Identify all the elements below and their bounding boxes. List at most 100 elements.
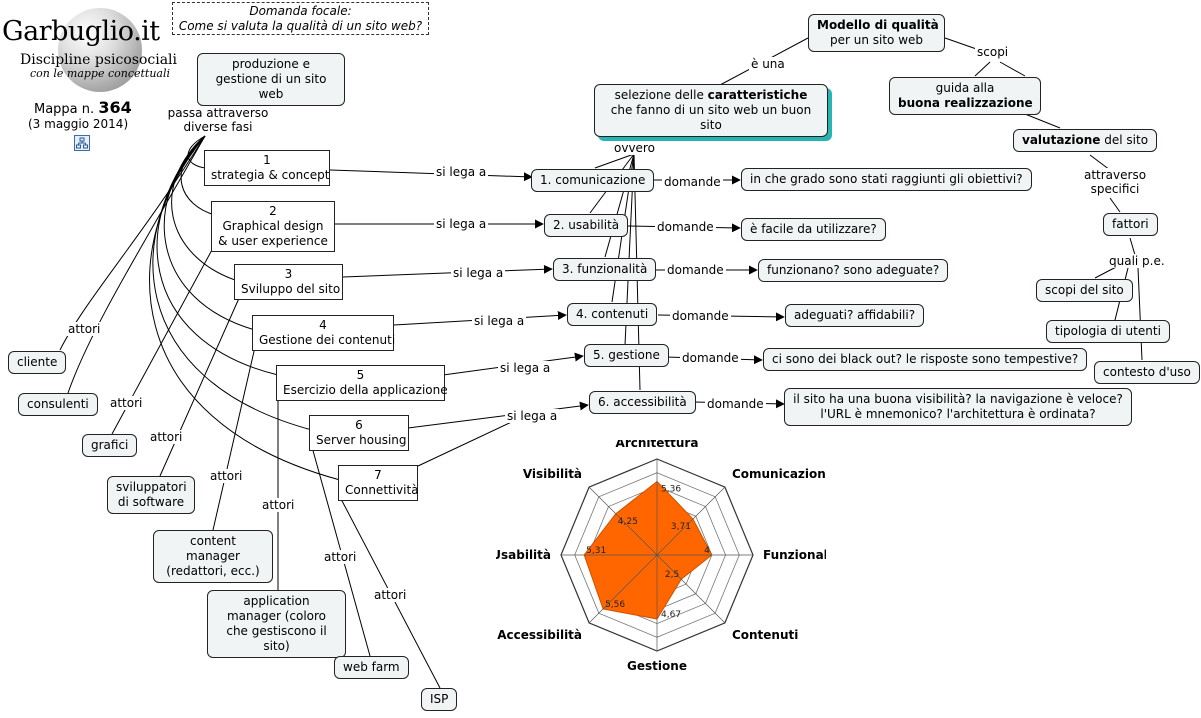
feature-1[interactable]: 1. comunicazione (531, 169, 655, 192)
phase-1-name: strategia & concept (211, 168, 330, 182)
radar-axes (561, 459, 753, 651)
phase-2[interactable]: 2 Graphical design & user experience (211, 201, 335, 252)
link-attori-7: attori (372, 588, 409, 602)
phase-3[interactable]: 3 Sviluppo del sito (234, 264, 343, 300)
quality-model-node[interactable]: Modello di qualità per un sito web (808, 14, 945, 52)
feature-5[interactable]: 5. gestione (584, 344, 669, 367)
factor-scopi-sito[interactable]: scopi del sito (1036, 279, 1133, 302)
radar-category-4: Gestione (627, 659, 687, 670)
question-2[interactable]: è facile da utilizzare? (741, 218, 886, 241)
feature-4[interactable]: 4. contenuti (567, 303, 658, 326)
brand-subtitle: Discipline psicosociali (20, 52, 178, 68)
phase-4-num: 4 (319, 318, 327, 332)
actor-consulenti[interactable]: consulenti (18, 393, 98, 416)
link-attori-1: attori (66, 322, 103, 336)
radar-category-0: Architettura (616, 440, 699, 450)
link-domande-5: domande (680, 351, 741, 365)
feature-6[interactable]: 6. accessibilità (589, 391, 696, 414)
factor-tipologia[interactable]: tipologia di utenti (1046, 320, 1170, 343)
link-domande-6: domande (705, 397, 766, 411)
selection-pre: selezione delle (614, 88, 708, 102)
concept-map-icon-glyph (76, 137, 88, 149)
link-si-lega-2: si lega a (434, 217, 489, 231)
focal-text: Come si valuta la qualità di un sito web… (178, 19, 423, 33)
phase-6[interactable]: 6 Server housing (309, 415, 409, 451)
map-number-value: 364 (98, 98, 132, 117)
radar-category-3: Contenuti (732, 628, 798, 642)
phase-4[interactable]: 4 Gestione dei contenuti (252, 315, 395, 351)
phase-7[interactable]: 7 Connettività (338, 465, 419, 501)
phase-7-num: 7 (374, 468, 382, 482)
factor-contesto[interactable]: contesto d'uso (1094, 361, 1200, 384)
radar-axis-3 (656, 554, 726, 624)
question-4[interactable]: adeguati? affidabili? (785, 304, 925, 327)
radar-value-4: 4,67 (661, 610, 681, 620)
link-attori-4: attori (208, 469, 245, 483)
radar-category-7: Visibilità (523, 467, 582, 481)
radar-category-2: Funzionalità (763, 548, 826, 562)
phase-7-name: Connettività (345, 483, 419, 497)
link-domande-1: domande (662, 175, 723, 189)
valuation-post: del sito (1100, 133, 1149, 147)
feature-3[interactable]: 3. funzionalità (553, 258, 657, 281)
guide-node[interactable]: guida alla buona realizzazione (889, 77, 1041, 115)
link-attori-6: attori (322, 550, 359, 564)
concept-map-icon[interactable] (74, 135, 90, 151)
root-node[interactable]: produzione e gestione di un sito web (197, 53, 345, 106)
link-attori-2: attori (108, 396, 145, 410)
question-6[interactable]: il sito ha una buona visibilità? la navi… (784, 388, 1132, 426)
question-3[interactable]: funzionano? sono adeguate? (758, 259, 949, 282)
question-1[interactable]: in che grado sono stati raggiunti gli ob… (741, 168, 1032, 191)
phase-1[interactable]: 1 strategia & concept (204, 150, 330, 186)
question-5[interactable]: ci sono dei black out? le risposte sono … (763, 348, 1088, 371)
radar-value-5: 5,56 (605, 600, 625, 610)
radar-value-0: 5,36 (661, 484, 681, 494)
phase-5[interactable]: 5 Esercizio della applicazione (276, 365, 448, 401)
actor-sviluppatori[interactable]: sviluppatori di software (107, 476, 195, 514)
radar-category-1: Comunicazione (732, 467, 826, 481)
radar-value-3: 2,5 (665, 570, 679, 580)
link-si-lega-3: si lega a (451, 266, 506, 280)
phase-5-name: Esercizio della applicazione (283, 383, 448, 397)
actor-grafici[interactable]: grafici (82, 434, 138, 457)
link-domande-3: domande (665, 263, 726, 277)
actor-cliente[interactable]: cliente (8, 351, 67, 374)
globe-logo (58, 8, 142, 92)
phase-2-name: Graphical design & user experience (218, 219, 328, 248)
link-ovvero: ovvero (612, 141, 657, 155)
link-si-lega-1: si lega a (434, 165, 489, 179)
radar-value-6: 5,31 (586, 546, 606, 556)
link-attori-5: attori (260, 498, 297, 512)
brand-tagline: con le mappe concettuali (30, 67, 171, 80)
radar-category-6: Usabilità (496, 548, 551, 562)
link-e-una: è una (749, 57, 787, 71)
radar-value-1: 3,71 (671, 522, 691, 532)
link-passa-attraverso: passa attraverso diverse fasi (162, 106, 274, 134)
actor-web-farm[interactable]: web farm (334, 656, 409, 679)
selection-node[interactable]: selezione delle caratteristiche che fann… (594, 84, 828, 137)
factors-node[interactable]: fattori (1103, 213, 1158, 236)
actor-application-manager[interactable]: application manager (coloro che gestisco… (207, 590, 346, 658)
brand-title[interactable]: Garbuglio.it (2, 16, 160, 47)
quality-model-title: Modello di qualità (817, 18, 939, 32)
phase-6-name: Server housing (316, 433, 407, 447)
link-scopi: scopi (975, 45, 1011, 59)
radar-axis-5 (588, 554, 658, 624)
feature-2[interactable]: 2. usabilità (544, 214, 629, 237)
focal-title: Domanda focale: (249, 4, 352, 18)
guide-bold: buona realizzazione (898, 96, 1033, 110)
phase-1-num: 1 (263, 153, 271, 167)
quality-model-sub: per un sito web (829, 33, 924, 47)
phase-6-num: 6 (355, 418, 363, 432)
valuation-node[interactable]: valutazione del sito (1013, 129, 1158, 152)
phase-2-num: 2 (269, 204, 277, 218)
radar-axis-7 (588, 486, 658, 556)
map-number: Mappa n. 364 (34, 98, 132, 117)
actor-content-manager[interactable]: content manager (redattori, ecc.) (153, 530, 273, 583)
map-date: (3 maggio 2014) (28, 117, 129, 131)
radar-category-5: Accessibilità (497, 628, 582, 642)
actor-isp[interactable]: ISP (421, 688, 458, 711)
radar-category-labels: ArchitetturaComunicazioneFunzionalitàCon… (496, 440, 826, 670)
radar-value-7: 4,25 (618, 517, 638, 527)
